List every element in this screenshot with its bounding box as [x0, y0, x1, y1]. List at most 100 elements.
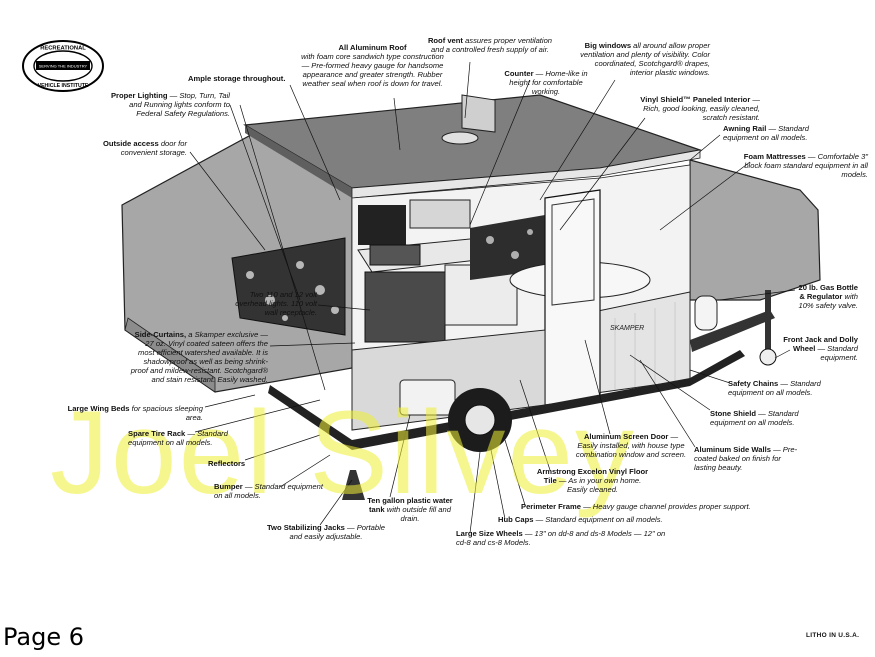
callout-bumper: Bumper — Standard equipment on all model… — [214, 482, 332, 500]
callout-wing-beds: Large Wing Beds for spacious sleeping ar… — [58, 404, 203, 422]
callout-hub-caps: Hub Caps — Standard equipment on all mod… — [498, 515, 708, 524]
callout-vinyl-shield: Vinyl Shield™ Paneled Interior — Rich, g… — [630, 95, 760, 122]
callout-text: with outside fill and drain. — [386, 505, 451, 523]
dolly-wheel — [759, 348, 777, 366]
screen-door — [544, 189, 601, 406]
right-canvas-wing — [689, 159, 821, 301]
callout-side-walls: Aluminum Side Walls — Pre-coated baked o… — [694, 445, 799, 472]
rvia-middle-text: SERVING THE INDUSTRY — [39, 64, 88, 69]
callout-text: — Portable and easily adjustable. — [289, 523, 386, 541]
callout-front-jack: Front Jack and Dolly Wheel — Standard eq… — [775, 335, 858, 362]
callout-title: Two Stabilizing Jacks — [266, 523, 345, 532]
callout-title: Aluminum Screen Door — [583, 432, 669, 441]
callout-title: Large Wing Beds — [67, 404, 130, 413]
callout-stabilizing-jacks: Two Stabilizing Jacks — Portable and eas… — [262, 523, 390, 541]
callout-title: Counter — [504, 69, 534, 78]
callout-title: Aluminum Side Walls — [694, 445, 771, 454]
callout-title: Outside access — [102, 139, 159, 148]
callout-side-curtains: Side-Curtains, a Skamper exclusive — 27 … — [0, 330, 268, 384]
callout-text: — Pre-coated baked on finish for lasting… — [694, 445, 798, 472]
trailer-tongue — [690, 310, 775, 352]
callout-title: Vinyl Shield™ Paneled Interior — [640, 95, 751, 104]
callout-title: Roof vent — [427, 36, 463, 45]
callout-aluminum-roof: All Aluminum Roof with foam core sandwic… — [300, 43, 445, 88]
callout-title: Ample storage throughout. — [188, 74, 286, 83]
stabilizing-jack — [342, 470, 365, 500]
callout-text: — Stop, Turn, Tail and Running lights co… — [129, 91, 230, 118]
callout-title: Spare Tire Rack — [128, 429, 186, 438]
roof-vent — [441, 131, 479, 145]
callout-big-windows: Big windows all around allow proper vent… — [580, 41, 710, 77]
callout-lights: Two 110 and 12 volt overhead lights. 110… — [235, 290, 317, 317]
rvia-logo-icon: SERVING THE INDUSTRY RECREATIONAL VEHICL… — [22, 40, 104, 92]
callout-text: for spacious sleeping area. — [131, 404, 203, 422]
callout-text: — Standard equipment on all models. — [710, 409, 799, 427]
callout-text: — Standard equipment on all models. — [728, 379, 821, 397]
litho-credit: LITHO IN U.S.A. — [806, 632, 860, 639]
callout-title: Hub Caps — [498, 515, 534, 524]
callout-text: — As in your own home. Easily cleaned. — [558, 476, 642, 494]
water-tank — [399, 379, 456, 416]
callout-spare-tire: Spare Tire Rack — Standard equipment on … — [128, 429, 228, 447]
callout-text: all around allow proper ventilation and … — [580, 41, 710, 77]
callout-text: — Standard equipment on all models. — [214, 482, 323, 500]
callout-text: — Standard equipment on all models. — [535, 515, 663, 524]
callout-counter: Counter — Home-like in height for comfor… — [500, 69, 592, 96]
callout-text: with 10% safety valve. — [798, 292, 858, 310]
callout-wheels: Large Size Wheels — 13" on dd-8 and ds-8… — [456, 529, 671, 547]
callout-title: Foam Mattresses — [743, 152, 806, 161]
callout-title: Ten gallon plastic water tank — [367, 496, 453, 514]
trailer-brand: SKAMPER — [610, 325, 644, 332]
callout-reflectors: Reflectors — [208, 459, 268, 468]
callout-text: assures proper ventilation and a control… — [431, 36, 553, 54]
callout-floor-tile: Armstrong Excelon Vinyl Floor Tile — As … — [535, 467, 650, 494]
callout-awning-rail: Awning Rail — Standard equipment on all … — [723, 124, 813, 142]
callout-screen-door: Aluminum Screen Door — Easily installed,… — [575, 432, 687, 459]
left-wing-window — [231, 237, 346, 336]
callout-title: Side-Curtains, — [134, 330, 187, 339]
callout-text: — Standard equipment. — [817, 344, 858, 362]
callout-text: — Heavy gauge channel provides proper su… — [583, 502, 751, 511]
callout-text: a Skamper exclusive — 27 oz. Vinyl coate… — [130, 330, 268, 384]
watermark: Joel Silvey — [50, 387, 637, 519]
callout-title: Perimeter Frame — [521, 502, 581, 511]
callout-text: — Easily installed, with house type comb… — [575, 432, 687, 459]
callout-title: Proper Lighting — [110, 91, 168, 100]
callout-ample-storage: Ample storage throughout. — [188, 74, 318, 83]
callout-text: with foam core sandwich type constructio… — [301, 52, 444, 88]
callout-title: Big windows — [584, 41, 632, 50]
callout-safety-chains: Safety Chains — Standard equipment on al… — [728, 379, 823, 397]
callout-stone-shield: Stone Shield — Standard equipment on all… — [710, 409, 800, 427]
page-number: Page 6 — [3, 623, 84, 651]
callout-text: — Home-like in height for comfortable wo… — [509, 69, 588, 96]
callout-title: Safety Chains — [728, 379, 779, 388]
callout-title: 20 lb. Gas Bottle & Regulator — [798, 283, 858, 301]
callout-perimeter-frame: Perimeter Frame — Heavy gauge channel pr… — [521, 502, 791, 511]
callout-text: Two 110 and 12 volt overhead lights. 110… — [235, 290, 317, 317]
callout-gas-bottle: 20 lb. Gas Bottle & Regulator with 10% s… — [798, 283, 858, 310]
callout-text: — 13" on dd-8 and ds-8 Models — 12" on c… — [456, 529, 666, 547]
callout-foam-mattresses: Foam Mattresses — Comfortable 3" block f… — [742, 152, 868, 179]
callout-text: — Rich, good looking, easily cleaned, sc… — [643, 95, 760, 122]
callout-title: Front Jack and Dolly Wheel — [783, 335, 858, 353]
callout-title: Large Size Wheels — [456, 529, 523, 538]
callout-text: — Standard equipment on all models. — [723, 124, 809, 142]
callout-text: — Standard equipment on all models. — [128, 429, 228, 447]
callout-text: — Comfortable 3" block foam standard equ… — [744, 152, 868, 179]
callout-outside-access: Outside access door for convenient stora… — [82, 139, 187, 157]
callout-title: Bumper — [214, 482, 243, 491]
callout-title: All Aluminum Roof — [338, 43, 407, 52]
callout-proper-lighting: Proper Lighting — Stop, Turn, Tail and R… — [108, 91, 230, 118]
callout-water-tank: Ten gallon plastic water tank with outsi… — [360, 496, 460, 523]
callout-title: Awning Rail — [723, 124, 767, 133]
rvia-bottom-text: VEHICLE INSTITUTE — [38, 83, 89, 89]
callout-roof-vent: Roof vent assures proper ventilation and… — [425, 36, 555, 54]
rvia-top-text: RECREATIONAL — [40, 46, 86, 52]
callout-title: Reflectors — [208, 459, 246, 468]
gas-bottle — [694, 295, 718, 331]
callout-text: door for convenient storage. — [120, 139, 187, 157]
callout-title: Stone Shield — [710, 409, 756, 418]
callout-title: Armstrong Excelon Vinyl Floor Tile — [536, 467, 649, 485]
